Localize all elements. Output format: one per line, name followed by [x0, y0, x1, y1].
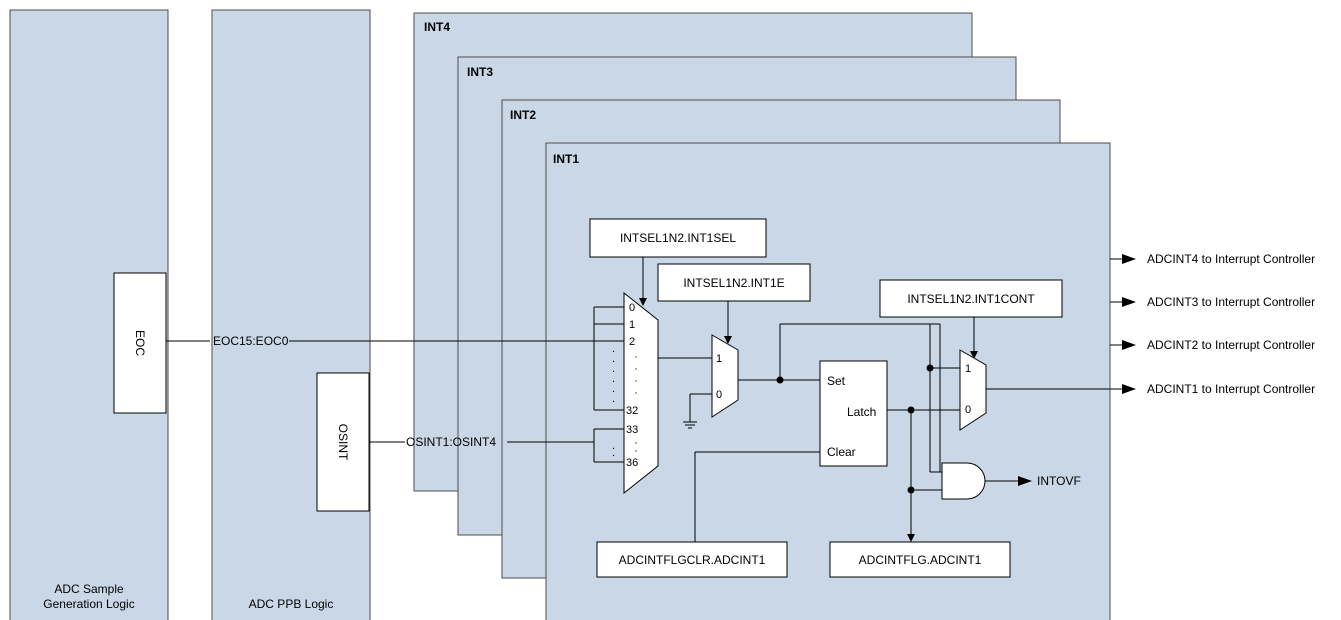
input-select-mux: 0 1 2 · · · · 32 33 · · 36: [623, 291, 659, 495]
enable-output-wire: [738, 323, 941, 472]
continuous-mux: 1 0: [959, 349, 1136, 431]
svg-text:·: ·: [634, 351, 638, 363]
ground-wire: [683, 393, 712, 429]
mux1-in1: 1: [629, 319, 635, 331]
mux2-in1: 1: [716, 353, 722, 365]
osint-bus-label: OSINT1:OSINT4: [406, 435, 496, 449]
mux1-in33: 33: [626, 424, 638, 436]
mux1-in0: 0: [629, 302, 635, 314]
intsel-register-block: INTSEL1N2.INT1SEL: [589, 218, 767, 306]
adc-ppb-label: ADC PPB Logic: [249, 597, 334, 611]
osint-bus-wire: OSINT1:OSINT4: [369, 435, 594, 449]
output-adcint1: ADCINT1 to Interrupt Controller: [1147, 382, 1315, 396]
output-adcint4: ADCINT4 to Interrupt Controller: [1147, 252, 1315, 266]
svg-text:.: .: [612, 440, 615, 452]
inte-register-block: INTSEL1N2.INT1E: [657, 263, 811, 344]
adc-ppb-logic-panel: ADC PPB Logic: [211, 9, 371, 620]
svg-text:·: ·: [634, 387, 638, 399]
svg-text:.: .: [612, 393, 615, 405]
mux1-input-bracket: . . . . . . . .: [593, 306, 624, 463]
mux1-in36: 36: [626, 457, 638, 469]
latch-block: Set Latch Clear: [819, 360, 888, 467]
int1-label: INT1: [553, 152, 579, 166]
int4-label: INT4: [424, 20, 450, 34]
int2-label: INT2: [510, 108, 536, 122]
eoc-label: EOC: [133, 330, 147, 356]
svg-text:.: .: [612, 343, 615, 355]
flg-label: ADCINTFLG.ADCINT1: [859, 553, 982, 567]
svg-text:·: ·: [634, 363, 638, 375]
inte-label: INTSEL1N2.INT1E: [683, 276, 784, 290]
svg-text:.: .: [612, 353, 615, 365]
flg-register-block: ADCINTFLG.ADCINT1: [829, 541, 1011, 578]
svg-text:·: ·: [634, 437, 638, 449]
mux1-in2: 2: [629, 336, 635, 348]
adc-sample-label-line2: Generation Logic: [43, 597, 134, 611]
latch-latch-label: Latch: [847, 405, 876, 419]
flgclr-register-block: ADCINTFLGCLR.ADCINT1: [596, 541, 788, 578]
output-adcint2: ADCINT2 to Interrupt Controller: [1147, 338, 1315, 352]
svg-text:.: .: [612, 363, 615, 375]
eoc-bus-label: EOC15:EOC0: [213, 334, 289, 348]
eoc-bus-wire: EOC15:EOC0: [166, 334, 624, 348]
svg-text:.: .: [612, 447, 615, 459]
svg-text:·: ·: [634, 445, 638, 457]
int3-label: INT3: [467, 65, 493, 79]
mux1-in32: 32: [626, 405, 638, 417]
osint-label: OSINT: [336, 424, 350, 461]
adc-sample-label-line1: ADC Sample: [54, 582, 124, 596]
svg-text:.: .: [612, 373, 615, 385]
clear-wire: [694, 451, 820, 542]
osint-block: OSINT: [316, 372, 370, 512]
mux3-in1: 1: [965, 363, 971, 375]
output-adcint3: ADCINT3 to Interrupt Controller: [1147, 295, 1315, 309]
svg-text:·: ·: [634, 375, 638, 387]
eoc-block: EOC: [113, 272, 167, 414]
latch-set-label: Set: [827, 374, 846, 388]
flgclr-label: ADCINTFLGCLR.ADCINT1: [619, 553, 766, 567]
output-arrows: ADCINT4 to Interrupt Controller ADCINT3 …: [1110, 252, 1315, 396]
overflow-and-gate: INTOVF: [941, 462, 1081, 500]
enable-mux: 1 0: [711, 334, 739, 418]
mux3-in0: 0: [965, 404, 971, 416]
svg-text:.: .: [612, 383, 615, 395]
intcont-label: INTSEL1N2.INT1CONT: [907, 292, 1035, 306]
latch-output-wire: [887, 324, 960, 542]
mux2-in0: 0: [716, 389, 722, 401]
intovf-label: INTOVF: [1037, 474, 1081, 488]
intcont-register-block: INTSEL1N2.INT1CONT: [879, 279, 1063, 359]
latch-clear-label: Clear: [827, 445, 856, 459]
intsel-label: INTSEL1N2.INT1SEL: [620, 231, 736, 245]
